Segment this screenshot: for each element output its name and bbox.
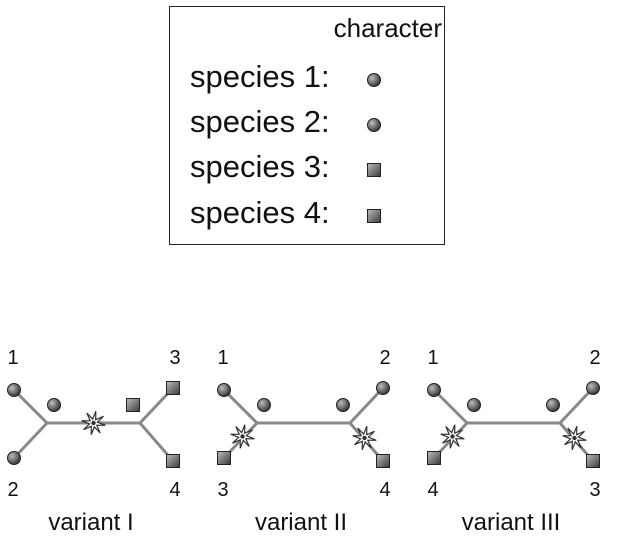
legend-marker-circle xyxy=(367,73,381,87)
node-marker-right xyxy=(336,398,350,412)
tip-label-bottom-left: 2 xyxy=(7,479,18,501)
node-marker-right xyxy=(126,398,140,412)
node-marker-left xyxy=(257,398,271,412)
tip-marker-top-left xyxy=(427,383,441,397)
tip-label-bottom-left: 3 xyxy=(217,479,228,501)
legend-marker-square xyxy=(367,163,381,177)
node-marker-right xyxy=(546,398,560,412)
tree-caption: variant I xyxy=(48,509,133,536)
tip-marker-bottom-right xyxy=(586,454,600,468)
tree-branch xyxy=(348,386,385,425)
character-change-star-icon xyxy=(562,425,587,451)
legend-species-label: species 3: xyxy=(190,149,330,184)
legend-header: character xyxy=(333,13,442,43)
tree-variant-3: 1 2 4 3 variant III xyxy=(427,347,601,536)
legend-marker-square xyxy=(367,209,381,223)
tree-caption: variant II xyxy=(255,509,347,536)
legend-circle-icon xyxy=(367,73,381,87)
legend-square-icon xyxy=(367,163,381,177)
tip-label-bottom-right: 4 xyxy=(379,479,390,501)
legend-species-label: species 4: xyxy=(190,195,330,230)
tip-label-top-right: 2 xyxy=(379,347,390,369)
legend-row-species-2: species 2: xyxy=(190,104,330,140)
tip-marker-bottom-left xyxy=(217,451,231,465)
legend-circle-icon xyxy=(367,118,381,132)
legend-row-species-1: species 1: xyxy=(190,59,330,95)
tip-marker-bottom-left xyxy=(7,451,21,465)
tip-marker-top-right xyxy=(376,381,390,395)
legend-square-icon xyxy=(367,209,381,223)
tree-branch xyxy=(12,421,49,460)
tip-label-top-right: 3 xyxy=(169,347,180,369)
tip-marker-bottom-right xyxy=(376,454,390,468)
tip-marker-top-right xyxy=(586,381,600,395)
legend-box: character species 1: species 2: species 3:… xyxy=(169,6,445,245)
legend-row-species-4: species 4: xyxy=(190,195,330,231)
tip-label-bottom-right: 3 xyxy=(589,479,600,501)
tip-marker-bottom-left xyxy=(427,451,441,465)
tree-branch xyxy=(222,388,259,425)
tree-caption: variant III xyxy=(462,509,561,536)
node-marker-left xyxy=(47,398,61,412)
character-change-star-icon xyxy=(352,425,377,451)
tip-marker-bottom-right xyxy=(166,454,180,468)
tip-label-bottom-left: 4 xyxy=(427,479,438,501)
legend-species-label: species 1: xyxy=(190,59,330,94)
tip-marker-top-left xyxy=(217,383,231,397)
legend-species-label: species 2: xyxy=(190,104,330,139)
tip-label-bottom-right: 4 xyxy=(169,479,180,501)
tip-label-top-left: 1 xyxy=(427,347,438,369)
legend-marker-circle xyxy=(367,118,381,132)
tree-variant-2: 1 2 3 4 variant II xyxy=(217,347,391,536)
tree-branch xyxy=(432,388,469,425)
character-change-star-icon xyxy=(440,424,465,449)
character-change-star-icon xyxy=(230,424,255,449)
tree-branch xyxy=(12,388,49,425)
tip-label-top-right: 2 xyxy=(589,347,600,369)
tree-branch xyxy=(558,386,595,425)
tree-variant-1: 1 3 2 4 variant I xyxy=(7,347,181,536)
tip-label-top-left: 1 xyxy=(7,347,18,369)
legend-row-species-3: species 3: xyxy=(190,149,330,185)
tip-marker-top-right xyxy=(166,381,180,395)
tip-marker-top-left xyxy=(7,383,21,397)
tip-label-top-left: 1 xyxy=(217,347,228,369)
node-marker-left xyxy=(467,398,481,412)
character-change-star-icon xyxy=(81,410,106,436)
